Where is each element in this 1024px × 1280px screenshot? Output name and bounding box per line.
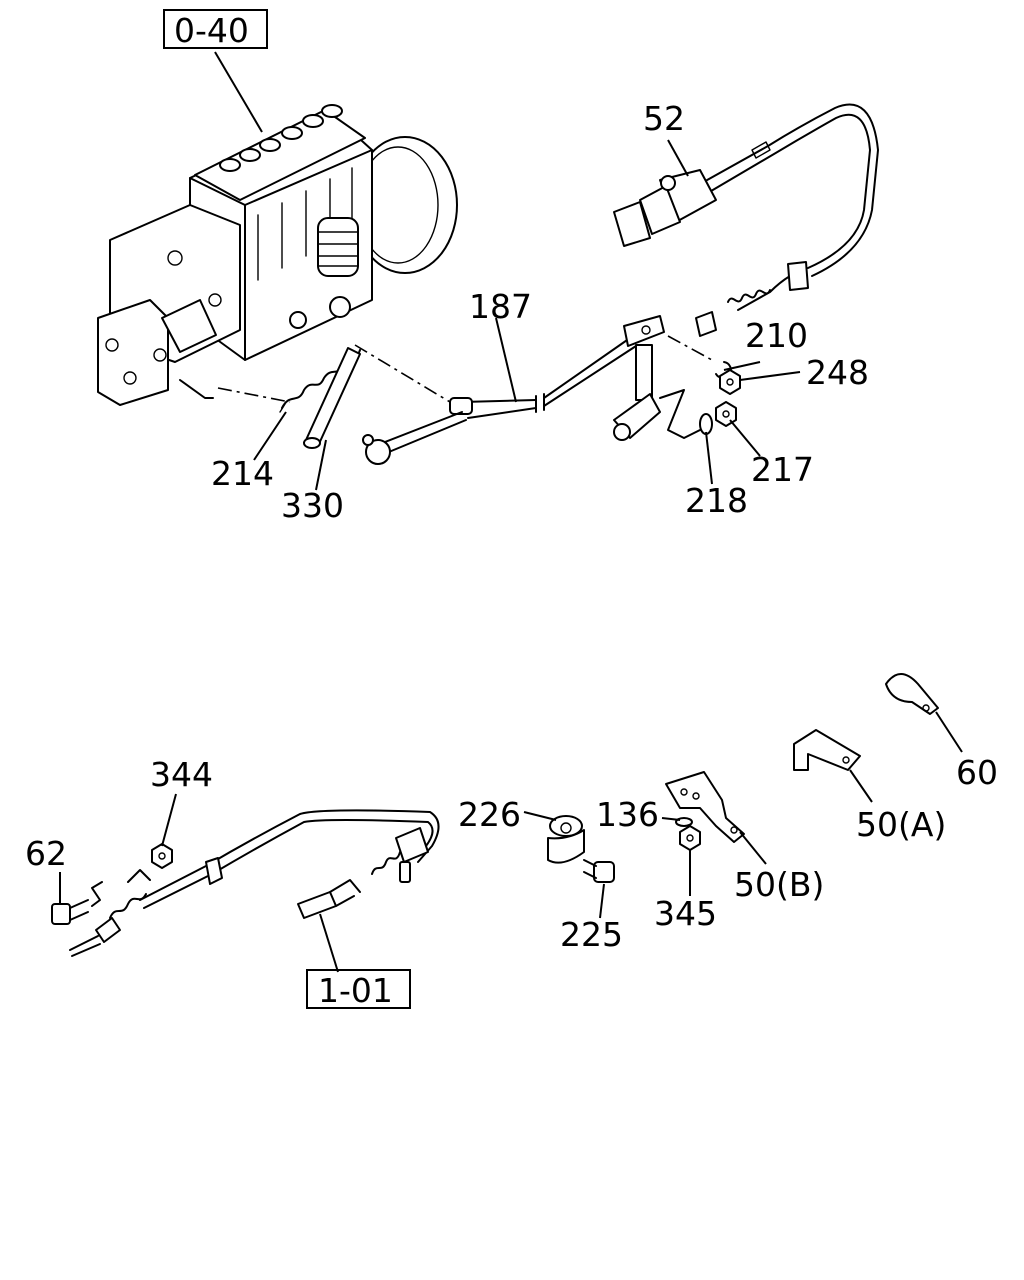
bracket-50b: [665, 771, 745, 843]
bolt-225: [583, 859, 615, 883]
label-50b: 50(B): [734, 865, 824, 904]
bolt-62: [51, 899, 89, 925]
injection-pump: [97, 104, 458, 406]
label-214: 214: [211, 454, 274, 493]
label-226: 226: [458, 795, 521, 834]
label-248: 248: [806, 353, 869, 392]
outlet-studs: [219, 104, 343, 172]
nut-344: [151, 843, 173, 869]
accelerator-cable: [69, 809, 440, 957]
clamp-226: [547, 815, 585, 864]
label-345: 345: [654, 894, 717, 933]
ref-label-bottom: 1-01: [318, 971, 393, 1010]
label-344: 344: [150, 755, 213, 794]
label-136: 136: [596, 795, 659, 834]
label-210: 210: [745, 316, 808, 355]
label-217: 217: [751, 450, 814, 489]
lever-assembly: [613, 315, 713, 441]
label-225: 225: [560, 915, 623, 954]
label-60: 60: [956, 753, 998, 792]
label-187: 187: [469, 287, 532, 326]
sleeve-330: [303, 347, 361, 449]
label-218: 218: [685, 481, 748, 520]
cable-end-bracket: [297, 879, 361, 919]
nut-248: [719, 369, 741, 395]
bracket-50a: [793, 729, 861, 771]
washer-218: [699, 413, 713, 435]
label-50a: 50(A): [856, 805, 946, 844]
ref-box-top: [163, 9, 268, 49]
label-62: 62: [25, 834, 67, 873]
nut-345: [679, 825, 701, 851]
label-52: 52: [643, 99, 685, 138]
clamp-60: [885, 673, 939, 715]
control-rod-187: [362, 337, 637, 465]
throttle-cable-52: [613, 103, 879, 337]
label-330: 330: [281, 486, 344, 525]
ref-label-top: 0-40: [174, 11, 249, 50]
ref-box-bottom: [306, 969, 411, 1009]
bellows: [317, 217, 359, 277]
